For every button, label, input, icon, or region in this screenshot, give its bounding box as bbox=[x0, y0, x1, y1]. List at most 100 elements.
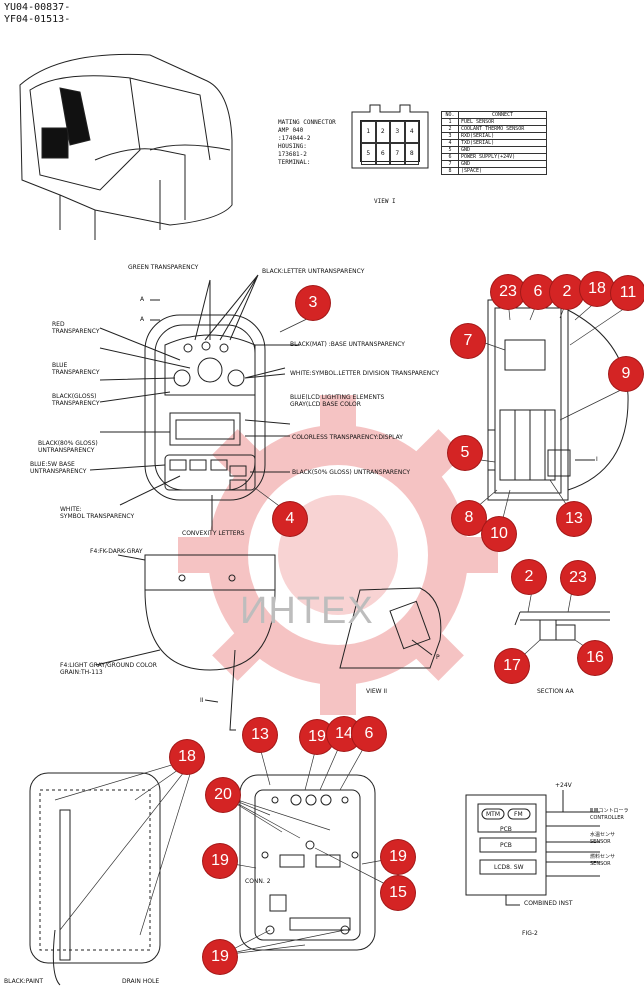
label-red-transparency: RED TRANSPARENCY bbox=[52, 321, 100, 335]
pcb-label-2: PCB bbox=[500, 842, 512, 849]
view-ii-drawing bbox=[339, 587, 442, 669]
table-cell: 8 bbox=[441, 167, 459, 175]
fig-label: FIG-2 bbox=[522, 930, 538, 937]
section-marker-a-top: A bbox=[140, 296, 145, 303]
watermark-text: ИНТЕХ bbox=[240, 590, 374, 632]
callout-18: 18 bbox=[580, 272, 614, 306]
label-blue-transparency: BLUE TRANSPARENCY bbox=[52, 362, 100, 376]
connector-line-1: MATING CONNECTOR bbox=[278, 119, 336, 126]
front-panel-drawing bbox=[89, 274, 300, 530]
callout-4: 4 bbox=[273, 502, 307, 536]
voltage-label: +24V bbox=[555, 782, 572, 789]
pin-5: 5 bbox=[361, 143, 376, 165]
label-white-symbol: WHITE: SYMBOL TRANSPARENCY bbox=[60, 506, 135, 520]
callout-6-back: 6 bbox=[352, 717, 386, 751]
label-green-transparency: GREEN TRANSPARENCY bbox=[128, 264, 199, 271]
table-cell: (SPACE) bbox=[458, 167, 547, 175]
controller-label: Ⅲ用コントローラ CONTROLLER bbox=[590, 808, 629, 821]
table-cell: 2 bbox=[441, 125, 459, 133]
connector-drawing bbox=[351, 104, 429, 169]
callout-23-section: 23 bbox=[561, 561, 595, 595]
excavator-cab-drawing bbox=[19, 53, 233, 240]
view-ii-label: VIEW II bbox=[366, 688, 388, 695]
fm-label: FM bbox=[514, 811, 523, 818]
table-cell: 5 bbox=[441, 146, 459, 154]
callout-20: 20 bbox=[206, 778, 240, 812]
doc-code-2: YF04-01513- bbox=[4, 14, 71, 25]
callout-9: 9 bbox=[609, 357, 643, 391]
table-cell: COOLANT THERMO SENSOR bbox=[458, 125, 547, 133]
table-cell: TXD(SERIAL) bbox=[458, 139, 547, 147]
pin-7: 7 bbox=[390, 143, 405, 165]
callout-3: 3 bbox=[296, 286, 330, 320]
doc-code-1: YU04-00837- bbox=[4, 2, 71, 13]
block-diagram-drawing bbox=[465, 790, 600, 906]
side-section-drawing bbox=[487, 299, 629, 501]
callout-16: 16 bbox=[578, 641, 612, 675]
label-black-80-gloss: BLACK(80% GLOSS) UNTRANSPARENCY bbox=[38, 440, 98, 454]
callout-10: 10 bbox=[482, 517, 516, 551]
label-fk-dark-gray: F4:FK-DARK-GRAY bbox=[90, 548, 143, 555]
label-white-symbol-letter: WHITE:SYMBOL.LETTER DIVISION TRANSPARENC… bbox=[290, 370, 440, 377]
lcd-label: LCD8. SW bbox=[494, 864, 524, 871]
label-blue-lcd: BLUE(LCD LIGHTING ELEMENTS GRAY(LCD BASE… bbox=[290, 394, 385, 408]
callout-18-back: 18 bbox=[170, 740, 204, 774]
callout-5: 5 bbox=[448, 436, 482, 470]
p-marker: P bbox=[436, 654, 440, 661]
table-header-connect: CONNECT bbox=[458, 111, 547, 119]
label-black-paint: BLACK:PAINT bbox=[4, 978, 44, 985]
callout-17: 17 bbox=[495, 649, 529, 683]
callout-19-left: 19 bbox=[203, 844, 237, 878]
view-i-label: VIEW I bbox=[374, 198, 396, 205]
ii-marker: II bbox=[200, 697, 204, 704]
table-cell: 7 bbox=[441, 160, 459, 168]
label-black-50-gloss: BLACK(50% GLOSS) UNTRANSPARENCY bbox=[292, 469, 411, 476]
callout-23: 23 bbox=[491, 275, 525, 309]
sensor2-label: 燃料センサ SENSOR bbox=[590, 854, 616, 867]
table-cell: 4 bbox=[441, 139, 459, 147]
callout-6: 6 bbox=[521, 275, 555, 309]
connector-line-3: :174044-2 bbox=[278, 135, 311, 142]
table-cell: FUEL SENSOR bbox=[458, 118, 547, 126]
pin-2: 2 bbox=[375, 121, 390, 143]
table-cell: GND bbox=[458, 146, 547, 154]
table-cell: 3 bbox=[441, 132, 459, 140]
callout-13-back: 13 bbox=[243, 718, 277, 752]
label-black-gloss: BLACK(GLOSS) TRANSPARENCY bbox=[52, 393, 100, 407]
back-panel-right-drawing bbox=[239, 774, 376, 951]
rear-cover-drawing bbox=[95, 554, 276, 731]
connector-line-5: 173681-2 bbox=[278, 151, 307, 158]
pin-4: 4 bbox=[404, 121, 419, 143]
label-drain-hole: DRAIN HOLE bbox=[122, 978, 160, 985]
pin-1: 1 bbox=[361, 121, 376, 143]
pin-8: 8 bbox=[404, 143, 419, 165]
connector-line-6: TERMINAL: bbox=[278, 159, 311, 166]
connector-line-2: AMP 040 bbox=[278, 127, 304, 134]
callout-2: 2 bbox=[550, 275, 584, 309]
i-marker: I bbox=[596, 456, 598, 463]
table-cell: GND bbox=[458, 160, 547, 168]
label-light-gray: F4:LIGHT GRAY/GROUND COLOR GRAIN:TH-113 bbox=[60, 662, 157, 676]
callout-19-bottom: 19 bbox=[203, 940, 237, 974]
callout-2-section: 2 bbox=[512, 560, 546, 594]
pin-6: 6 bbox=[375, 143, 390, 165]
label-colorless: COLORLESS TRANSPARENCY:DISPLAY bbox=[292, 434, 403, 441]
callout-13: 13 bbox=[557, 502, 591, 536]
table-cell: RXD(SERIAL) bbox=[458, 132, 547, 140]
callout-15: 15 bbox=[381, 876, 415, 910]
label-black-letter: BLACK:LETTER UNTRANSPARENCY bbox=[262, 268, 365, 275]
label-conn2: CONN. 2 bbox=[245, 878, 271, 885]
callout-8: 8 bbox=[452, 501, 486, 535]
pin-3: 3 bbox=[390, 121, 405, 143]
sensor1-label: 水温センサ SENSOR bbox=[590, 832, 616, 845]
table-cell: 6 bbox=[441, 153, 459, 161]
section-marker-a-bottom: A bbox=[140, 316, 145, 323]
connector-pin-grid: 1 2 3 4 5 6 7 8 bbox=[360, 120, 420, 165]
section-aa-label: SECTION AA bbox=[537, 688, 574, 695]
label-blue-5w-base: BLUE:5W BASE UNTRANSPARENCY bbox=[30, 461, 87, 475]
callout-19-right: 19 bbox=[381, 840, 415, 874]
callout-11: 11 bbox=[611, 276, 644, 310]
